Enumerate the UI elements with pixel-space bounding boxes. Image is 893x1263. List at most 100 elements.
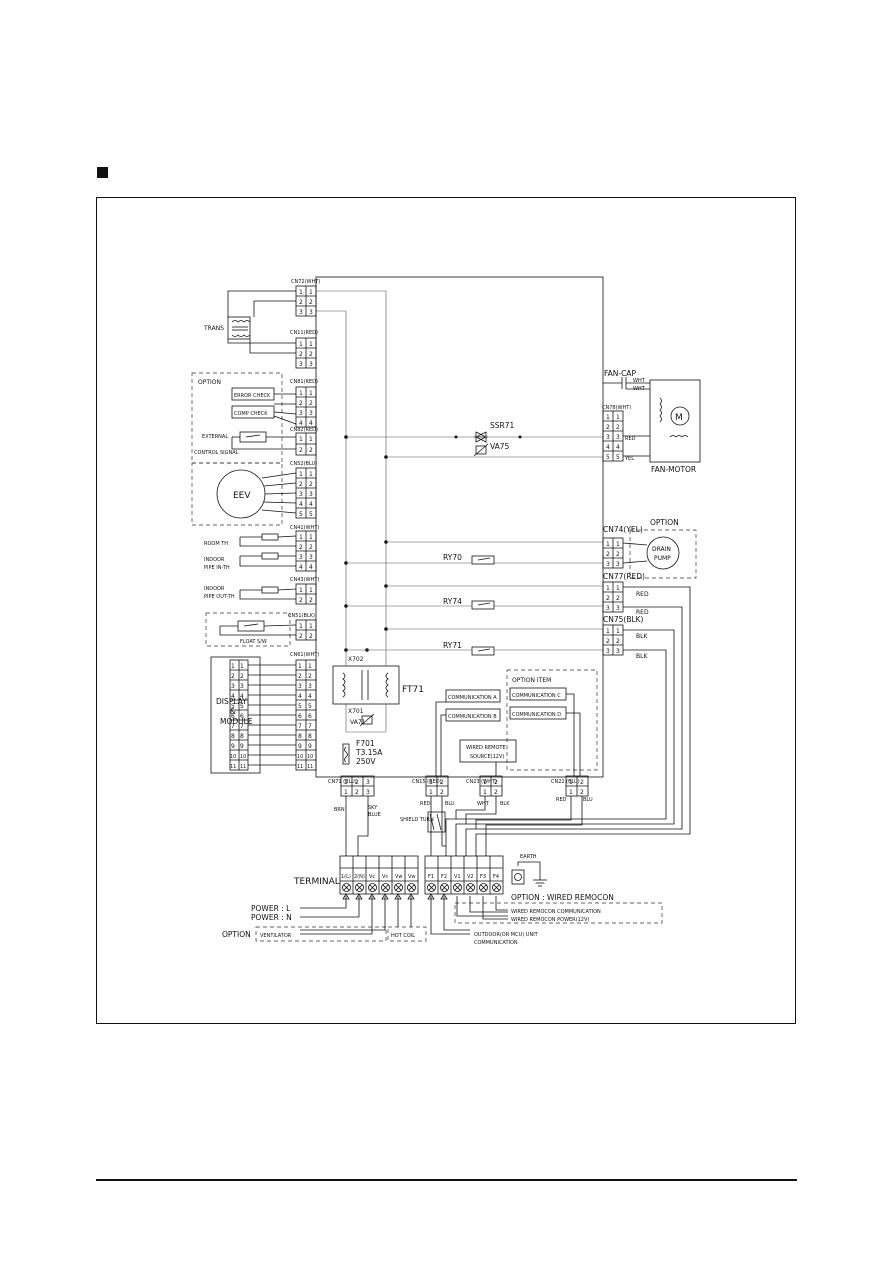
va75-label: VA75 <box>490 442 510 451</box>
cn22-label: CN22 (BLU) <box>551 779 580 785</box>
svg-text:2: 2 <box>299 299 303 306</box>
svg-text:Vc: Vc <box>369 874 375 880</box>
terminal-block-1-screws <box>342 883 416 892</box>
svg-text:3: 3 <box>616 434 620 441</box>
svg-text:1: 1 <box>299 390 303 397</box>
fan-motor-m: M <box>675 413 683 423</box>
float-switch-option-box <box>205 612 291 647</box>
ft71-label: FT71 <box>402 685 424 695</box>
svg-text:1: 1 <box>606 628 610 635</box>
comm-d-label: COMMUNICATION D <box>512 712 561 718</box>
svg-text:2: 2 <box>606 638 610 645</box>
ry74-label: RY74 <box>443 597 462 606</box>
terminal-block-2 <box>424 855 504 895</box>
svg-text:T3.15A: T3.15A <box>355 748 383 757</box>
svg-text:7: 7 <box>240 723 244 730</box>
svg-text:1: 1 <box>309 623 313 630</box>
svg-text:3: 3 <box>299 491 303 498</box>
svg-text:3: 3 <box>299 410 303 417</box>
svg-text:V2: V2 <box>467 874 474 880</box>
svg-text:3: 3 <box>309 554 313 561</box>
cn72-label: CN72(WHT) <box>291 279 320 285</box>
earth-icon <box>517 861 547 887</box>
wire-red-1: RED <box>636 591 649 598</box>
svg-text:3: 3 <box>606 434 610 441</box>
external-switch <box>239 431 267 443</box>
option-ventilator-label: OPTION <box>222 930 251 939</box>
svg-text:1: 1 <box>606 541 610 548</box>
svg-text:2: 2 <box>616 551 620 558</box>
svg-text:Vc: Vc <box>382 874 388 880</box>
svg-text:3: 3 <box>616 561 620 568</box>
svg-text:6: 6 <box>231 713 235 720</box>
svg-text:2: 2 <box>606 551 610 558</box>
svg-text:7: 7 <box>298 723 302 730</box>
earth-label: EARTH <box>520 854 537 860</box>
svg-text:6: 6 <box>298 713 302 720</box>
svg-text:1: 1 <box>309 436 313 443</box>
ry71-label: RY71 <box>443 641 462 650</box>
x701-label: X701 <box>348 708 364 715</box>
va75-varistor <box>473 443 489 457</box>
drain-option-label: OPTION <box>650 518 679 527</box>
ft71-transformer <box>332 665 400 705</box>
svg-text:2: 2 <box>309 633 313 640</box>
eev-label: EEV <box>233 491 251 501</box>
svg-text:F3: F3 <box>480 874 486 880</box>
cn81-label: CN81(RED) <box>290 379 318 385</box>
svg-text:F1: F1 <box>428 874 434 880</box>
svg-text:PIPE OUT-TH: PIPE OUT-TH <box>204 594 235 600</box>
svg-text:V1: V1 <box>454 874 461 880</box>
svg-text:2: 2 <box>240 673 244 680</box>
svg-text:2: 2 <box>616 595 620 602</box>
svg-text:8: 8 <box>308 733 312 740</box>
fan-motor-box <box>649 379 701 463</box>
svg-text:3: 3 <box>299 309 303 316</box>
drain-pump-option-box <box>629 529 697 579</box>
comp-check-label: COMP CHECK <box>234 411 268 417</box>
cn78-label: CN78(WHT) <box>602 405 631 411</box>
svg-text:250V: 250V <box>356 757 376 766</box>
svg-text:1: 1 <box>309 587 313 594</box>
wire-wht-1: WHT <box>633 378 646 384</box>
terminal-label: TERMINAL <box>293 877 340 887</box>
hot-coil-option-box <box>387 926 427 942</box>
option-label: OPTION <box>198 379 221 386</box>
svg-text:3: 3 <box>616 605 620 612</box>
svg-text:9: 9 <box>240 743 244 750</box>
ssr71-label: SSR71 <box>490 421 515 430</box>
svg-text:SOURCE(12V): SOURCE(12V) <box>470 754 504 760</box>
svg-text:2: 2 <box>440 779 444 786</box>
wire-blk-2: BLK <box>636 653 648 660</box>
svg-text:1: 1 <box>299 471 303 478</box>
svg-text:3: 3 <box>309 410 313 417</box>
wire-yel-fan: YEL <box>624 456 634 462</box>
eev-option-box <box>191 462 283 526</box>
svg-text:1: 1 <box>344 779 348 786</box>
wired-comm-label: WIRED REMOCON COMMUNICATION <box>511 909 601 915</box>
svg-text:4: 4 <box>309 501 313 508</box>
svg-text:1: 1 <box>231 663 235 670</box>
svg-text:1: 1 <box>616 585 620 592</box>
svg-text:5: 5 <box>308 703 312 710</box>
drain-pump-motor <box>646 536 680 570</box>
svg-text:BLUE: BLUE <box>368 812 381 818</box>
svg-text:1: 1 <box>344 789 348 796</box>
svg-text:5: 5 <box>299 511 303 518</box>
x702-label: X702 <box>348 656 364 663</box>
svg-text:1: 1 <box>298 663 302 670</box>
cn11-label: CN11(RED) <box>290 330 318 336</box>
svg-text:4: 4 <box>308 693 312 700</box>
svg-text:7: 7 <box>231 723 235 730</box>
svg-text:4: 4 <box>616 444 620 451</box>
va71-varistor <box>361 715 373 725</box>
svg-text:2: 2 <box>308 673 312 680</box>
svg-text:1: 1 <box>309 534 313 541</box>
